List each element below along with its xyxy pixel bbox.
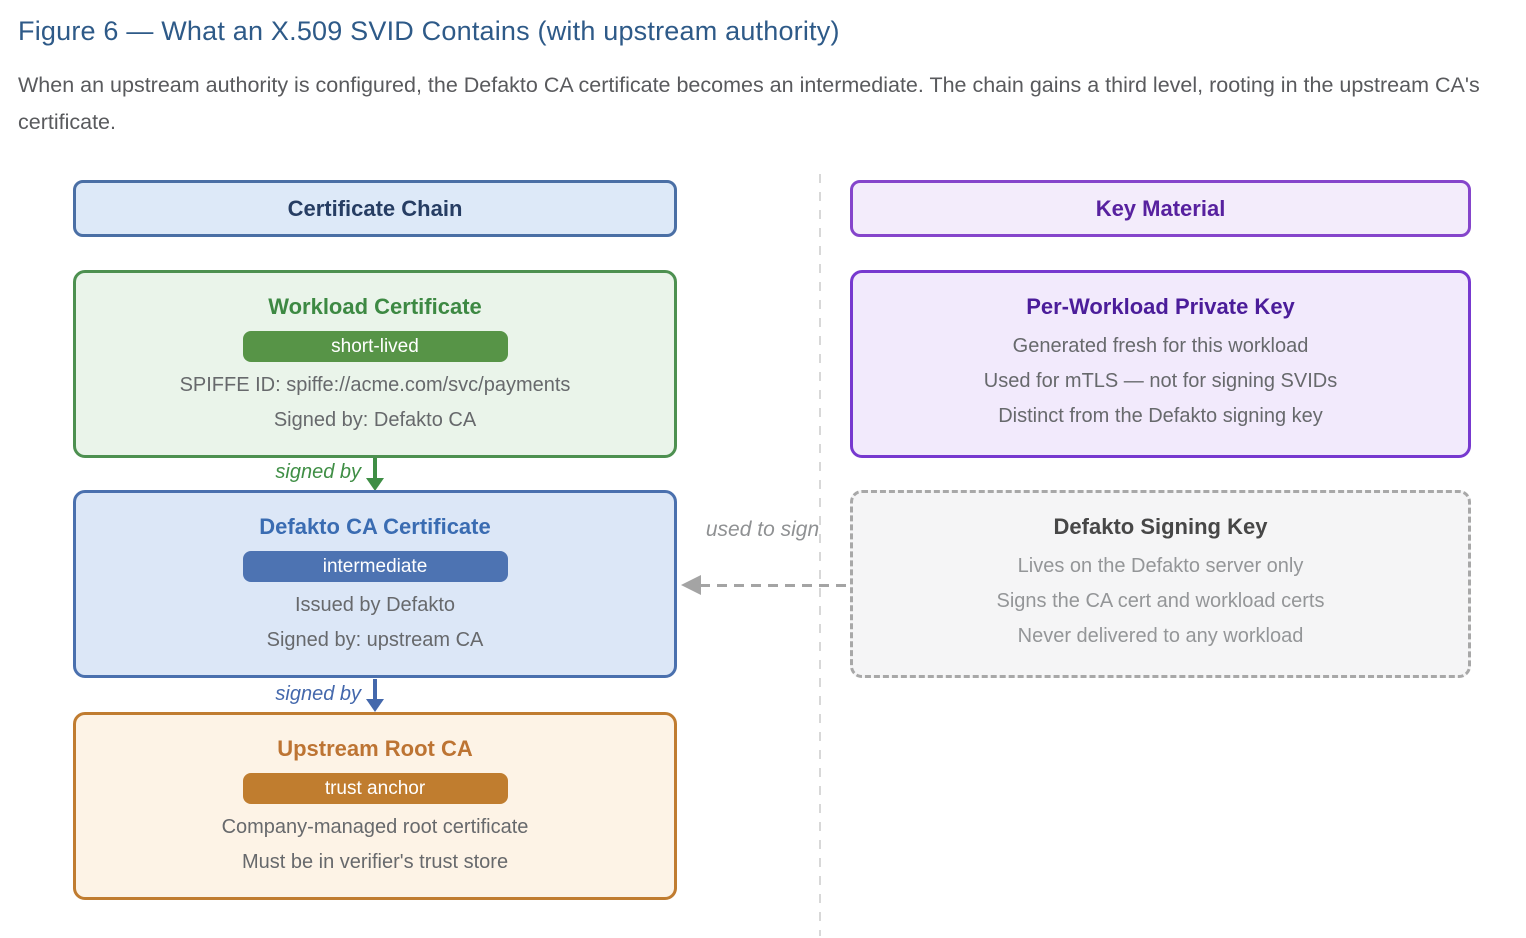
private-key-mtls-text: Used for mTLS — not for signing SVIDs xyxy=(983,370,1338,392)
workload-signed-by-text: Signed by: Defakto CA xyxy=(273,409,477,431)
private-key-generated-text: Generated fresh for this workload xyxy=(1012,335,1309,357)
per-workload-private-key-title: Per-Workload Private Key xyxy=(1026,294,1295,319)
root-trust-store-text: Must be in verifier's trust store xyxy=(241,851,509,873)
certificate-chain-header: Certificate Chain xyxy=(73,180,677,237)
upstream-root-ca-box: Upstream Root CA trust anchor Company-ma… xyxy=(73,712,677,900)
short-lived-badge: short-lived xyxy=(242,331,508,362)
root-managed-text: Company-managed root certificate xyxy=(221,816,529,838)
signing-key-lives-text: Lives on the Defakto server only xyxy=(1017,555,1304,577)
intermediate-badge: intermediate xyxy=(242,551,508,582)
private-key-distinct-text: Distinct from the Defakto signing key xyxy=(998,405,1323,427)
signed-by-arrow-1 xyxy=(373,458,377,481)
signing-key-signs-text: Signs the CA cert and workload certs xyxy=(996,590,1325,612)
used-to-sign-arrow xyxy=(700,584,850,587)
figure-subtitle: When an upstream authority is configured… xyxy=(18,73,1480,134)
figure-title: Figure 6 — What an X.509 SVID Contains (… xyxy=(18,16,840,46)
workload-certificate-box: Workload Certificate short-lived SPIFFE … xyxy=(73,270,677,458)
defakto-ca-certificate-box: Defakto CA Certificate intermediate Issu… xyxy=(73,490,677,678)
signed-by-label-2: signed by xyxy=(275,683,361,705)
upstream-root-ca-title: Upstream Root CA xyxy=(277,736,473,761)
per-workload-private-key-box: Per-Workload Private Key Generated fresh… xyxy=(850,270,1471,458)
ca-issued-by-text: Issued by Defakto xyxy=(294,594,456,616)
key-material-header-label: Key Material xyxy=(1095,195,1226,221)
defakto-ca-certificate-title: Defakto CA Certificate xyxy=(259,514,491,539)
trust-anchor-badge: trust anchor xyxy=(242,773,508,804)
signed-by-arrow-2-head-icon xyxy=(366,699,384,712)
key-material-header: Key Material xyxy=(850,180,1471,237)
column-divider xyxy=(819,174,821,936)
defakto-signing-key-box: Defakto Signing Key Lives on the Defakto… xyxy=(850,490,1471,678)
used-to-sign-arrow-head-icon xyxy=(681,575,701,595)
used-to-sign-label: used to sign xyxy=(705,518,820,541)
workload-certificate-title: Workload Certificate xyxy=(268,294,482,319)
signed-by-arrow-1-head-icon xyxy=(366,478,384,491)
ca-signed-by-text: Signed by: upstream CA xyxy=(266,629,484,651)
signing-key-never-text: Never delivered to any workload xyxy=(1017,625,1304,647)
defakto-signing-key-title: Defakto Signing Key xyxy=(1053,514,1268,539)
certificate-chain-header-label: Certificate Chain xyxy=(287,195,463,221)
signed-by-label-1: signed by xyxy=(275,461,361,483)
spiffe-id-text: SPIFFE ID: spiffe://acme.com/svc/payment… xyxy=(179,374,571,396)
signed-by-arrow-2 xyxy=(373,679,377,702)
